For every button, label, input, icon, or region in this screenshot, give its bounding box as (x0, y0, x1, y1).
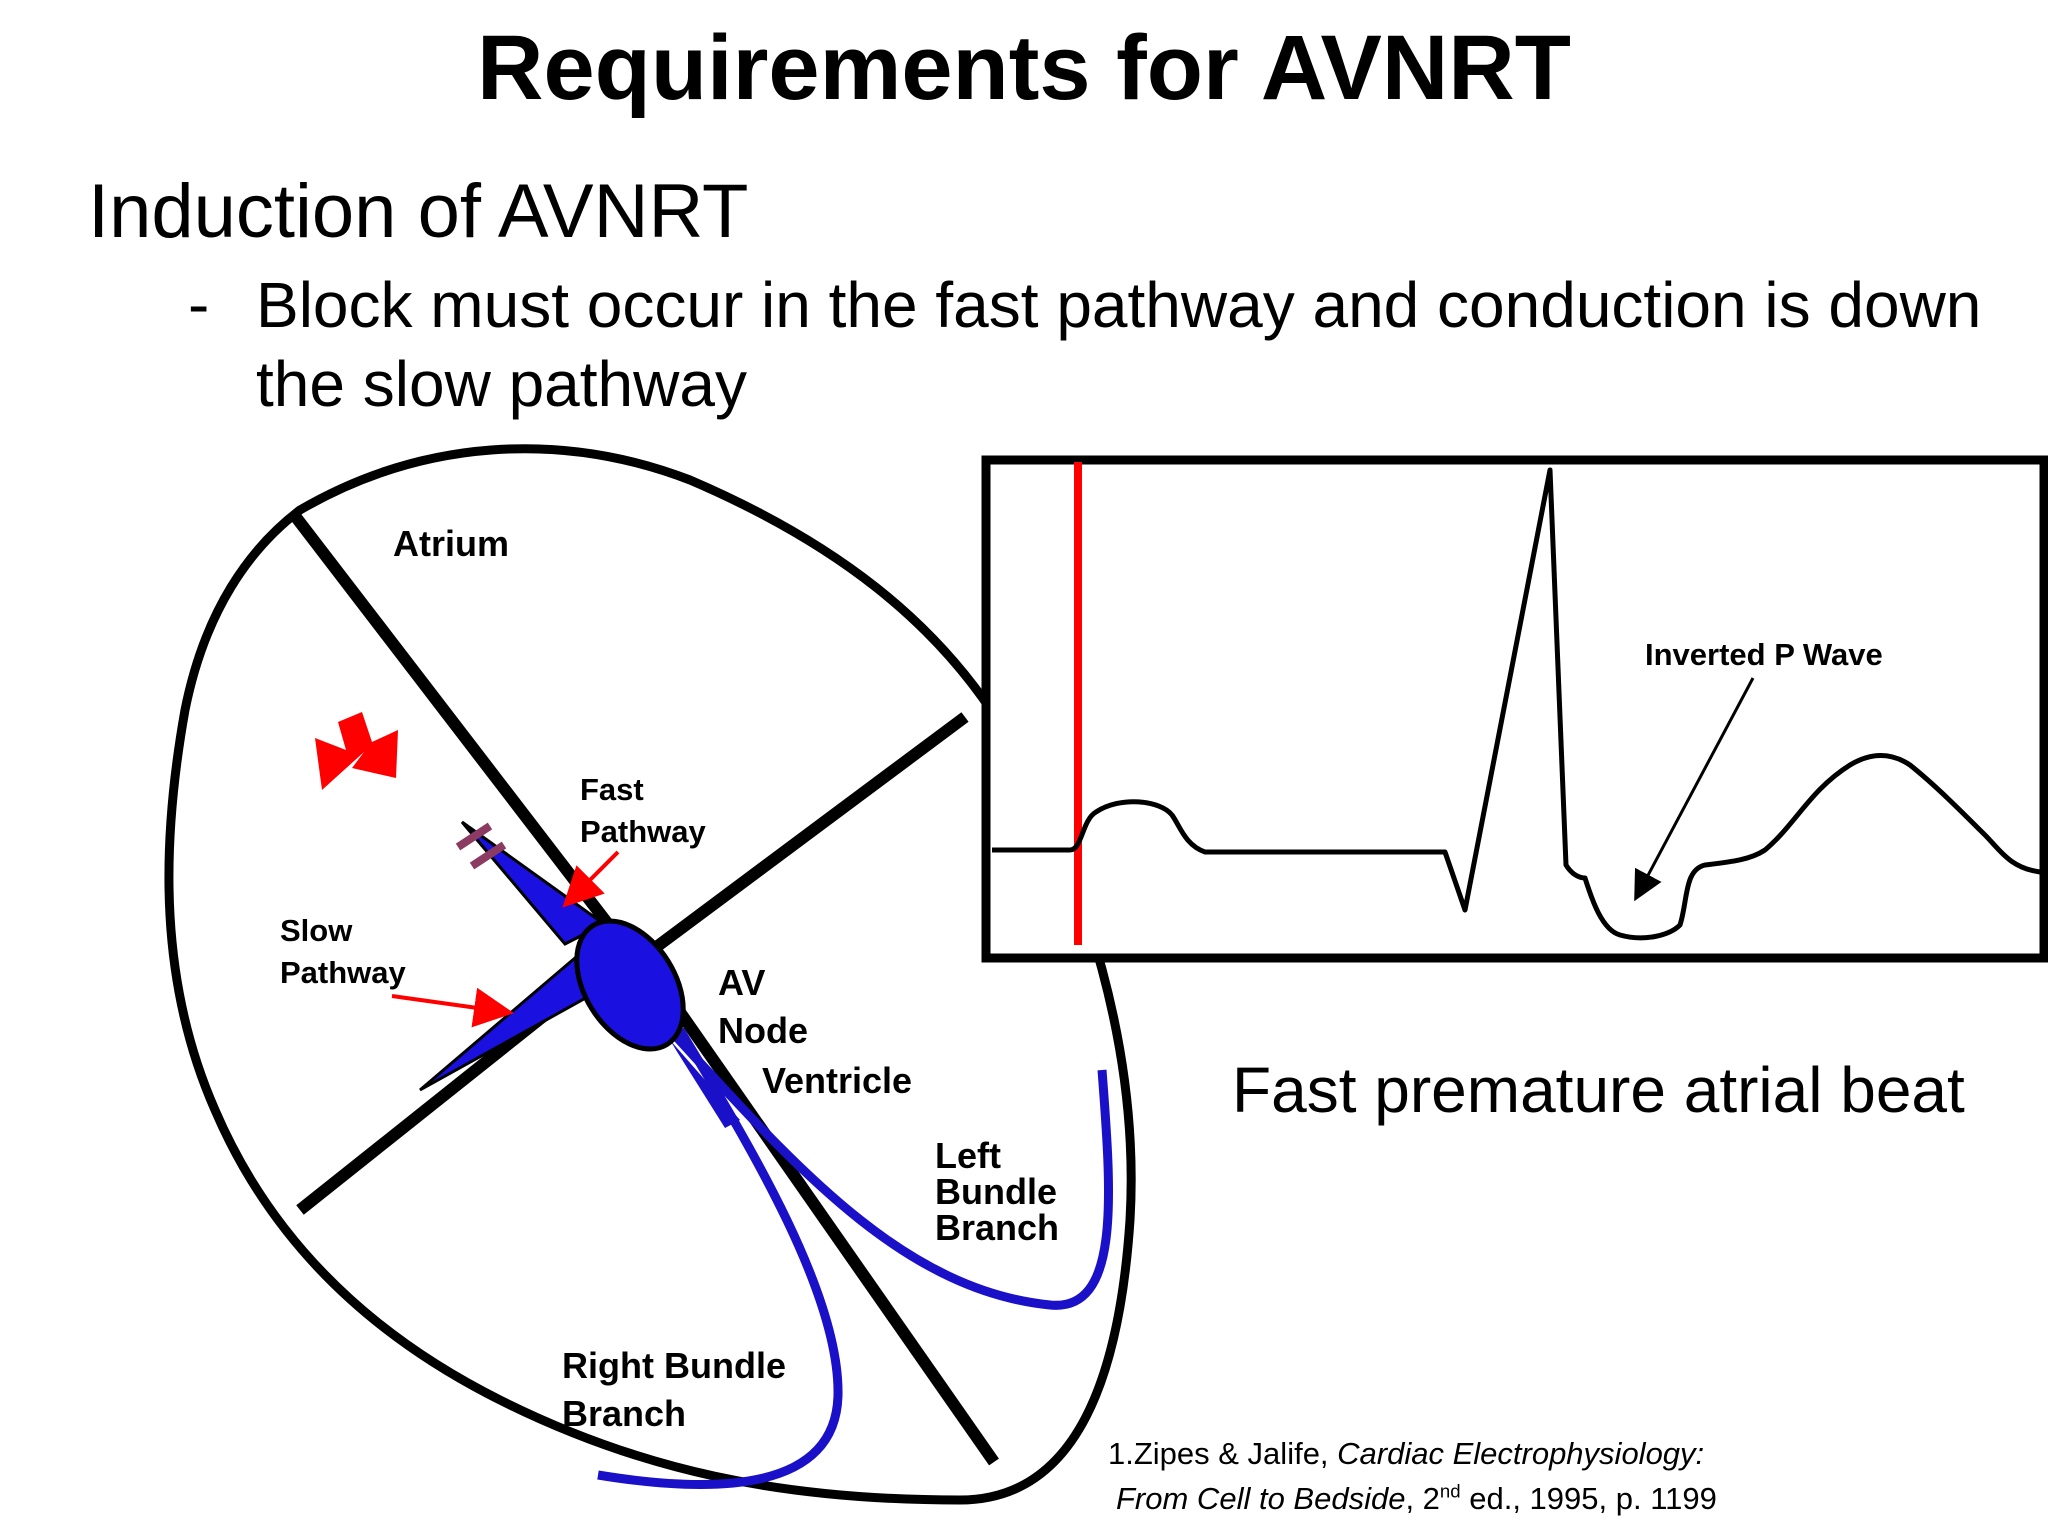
av-node-ellipse (574, 918, 686, 1052)
citation: 1.Zipes & Jalife, Cardiac Electrophysiol… (1108, 1432, 1717, 1522)
left-bundle-branch-label-line2: Bundle (935, 1171, 1057, 1212)
citation-book-title: Cardiac Electrophysiology: (1337, 1436, 1705, 1471)
ecg-panel (981, 455, 2048, 963)
slide-title: Requirements for AVNRT (477, 17, 1571, 119)
bullet-text: Block must occur in the fast pathway and… (256, 269, 1982, 421)
slow-pathway-label-line1: Slow (280, 913, 353, 948)
left-bundle-branch-label-line3: Branch (935, 1207, 1059, 1248)
citation-line-1: 1.Zipes & Jalife, Cardiac Electrophysiol… (1108, 1432, 1717, 1477)
slow-pathway-shape (419, 949, 602, 1092)
av-node-label-line2: Node (718, 1010, 808, 1051)
inverted-p-wave-pointer-arrow (1634, 677, 1755, 902)
block-mark-2 (469, 841, 507, 870)
fast-pathway-pointer-arrow (562, 850, 620, 908)
heart-outline (164, 444, 1136, 1505)
ventricular-septum-line (633, 948, 999, 1466)
ecg-trace (992, 467, 2041, 941)
right-bundle-branch-path (597, 1027, 843, 1489)
av-groove-upper-line (651, 712, 969, 953)
slow-pathway-pointer-arrow (391, 987, 514, 1028)
citation-edition-suffix: nd (1439, 1480, 1461, 1502)
premature-impulse-arrow-icon (315, 712, 398, 790)
bullet-marker: - (188, 268, 210, 340)
figure-caption: Fast premature atrial beat (1232, 1054, 1965, 1126)
slow-pathway-label-line2: Pathway (280, 955, 407, 990)
fast-pathway-label-line1: Fast (580, 772, 644, 807)
citation-line-2: From Cell to Bedside, 2nd ed., 1995, p. … (1108, 1477, 1717, 1522)
block-mark-1 (455, 822, 493, 851)
atrium-label: Atrium (393, 523, 509, 564)
right-bundle-branch-label-line1: Right Bundle (562, 1345, 786, 1386)
ventricle-label: Ventricle (762, 1060, 912, 1101)
his-bundle-shape (670, 1040, 740, 1128)
right-bundle-branch-label-line2: Branch (562, 1393, 686, 1434)
atrial-septum-line (287, 508, 613, 928)
fast-pathway-label-line2: Pathway (580, 814, 707, 849)
inverted-p-wave-label: Inverted P Wave (1645, 637, 1883, 672)
citation-authors: 1.Zipes & Jalife, (1108, 1436, 1338, 1471)
av-node-label-line1: AV (718, 962, 765, 1003)
citation-edition: , 2 (1405, 1480, 1440, 1516)
left-bundle-branch-path (666, 1026, 1114, 1310)
citation-year-page: ed., 1995, p. 1199 (1460, 1480, 1717, 1516)
subtitle: Induction of AVNRT (88, 169, 749, 254)
left-bundle-branch-label-line1: Left (935, 1135, 1001, 1176)
citation-book-subtitle: From Cell to Bedside (1116, 1480, 1406, 1516)
